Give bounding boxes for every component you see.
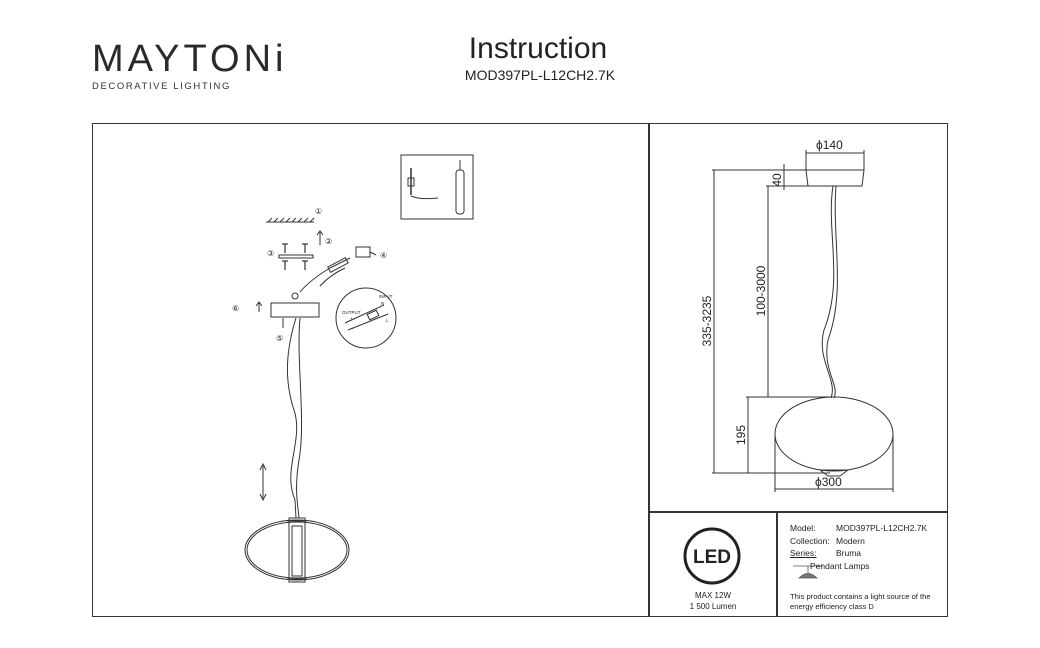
screwdriver-icon: [455, 169, 465, 215]
step-1: ①: [315, 207, 322, 216]
wiring-detail-circle: [335, 287, 397, 349]
wiring-labels: INPUT N L OUTPUT + -: [342, 294, 393, 331]
wiring-n: N: [381, 301, 384, 306]
step-5: ⑤: [276, 334, 283, 343]
cable-profile: [821, 185, 835, 399]
drawing-frame: [92, 123, 948, 617]
screw-icon: [282, 243, 308, 270]
step-2: ②: [325, 237, 332, 246]
page-title: Instruction: [468, 32, 608, 65]
led-lumen: 1 500 Lumen: [689, 602, 737, 611]
wiring-plus: +: [350, 316, 353, 321]
driver-box: [327, 256, 349, 274]
wiring-input: INPUT: [379, 294, 393, 299]
led-max-power: MAX 12W: [694, 591, 731, 600]
terminal-block-icon: [355, 246, 371, 258]
dimension-labels: ϕ140 40 100-3000 335-3235 195 ϕ300: [700, 138, 843, 489]
installation-diagram: [244, 154, 474, 583]
document-header: Instruction MOD397PL-L12CH2.7K: [0, 32, 1040, 84]
suspension-cable: [287, 317, 298, 519]
wiring-minus: -: [352, 326, 354, 331]
led-label: LED: [693, 547, 731, 568]
spec-collection-label: Collection:: [790, 535, 830, 546]
spec-row-collection: Collection: Modern: [790, 535, 927, 548]
dim-canopy-diameter: ϕ140: [816, 138, 843, 152]
pendant-lamp-icon: [793, 565, 823, 579]
spec-row-series: Series: Bruma: [790, 547, 927, 560]
spec-model-value: MOD397PL-L12CH2.7K: [836, 523, 928, 533]
brand-logo: MAYTONi DECORATIVE LIGHTING: [92, 38, 288, 92]
wiring-output: OUTPUT: [342, 310, 361, 315]
spec-type-value: Pendant Lamps: [810, 560, 870, 571]
cable-clamp: [291, 292, 299, 300]
led-info: MAX 12W 1 500 Lumen: [650, 590, 776, 612]
dim-total-height: 335-3235: [700, 295, 714, 346]
canopy: [270, 302, 320, 318]
ceiling-hatch-icon: [266, 217, 315, 223]
led-module: [288, 517, 306, 583]
dim-shade-diameter: ϕ300: [815, 475, 842, 489]
led-badge-icon: LED: [683, 527, 741, 585]
spec-collection-value: Modern: [836, 535, 865, 546]
canopy-profile: [805, 169, 865, 187]
product-specs: Model: MOD397PL-L12CH2.7K Collection: Mo…: [790, 522, 927, 572]
wiring-l: L: [386, 318, 389, 323]
step-6: ⑥: [232, 304, 239, 313]
spec-series-value: Bruma: [836, 548, 862, 558]
frame-divider-info: [776, 511, 778, 617]
dimension-diagram: [712, 150, 894, 492]
brand-name: MAYTONi: [92, 38, 288, 80]
dim-shade-height: 195: [734, 425, 748, 445]
tool-detail-box: [400, 154, 474, 220]
frame-divider-vertical: [648, 123, 650, 617]
step-4: ④: [380, 251, 387, 260]
shade-profile: [774, 396, 894, 472]
glass-shade: [244, 519, 350, 581]
spec-series-label: Series:: [790, 548, 817, 558]
mounting-bracket: [278, 254, 314, 259]
header-model: MOD397PL-L12CH2.7K: [464, 67, 616, 83]
dim-cable-length: 100-3000: [754, 265, 768, 316]
supply-wire: [299, 257, 351, 293]
step-numbers: ① ② ③ ④ ⑤ ⑥: [232, 207, 387, 343]
energy-class-note: This product contains a light source of …: [790, 592, 931, 611]
detail-leader: [319, 267, 346, 287]
spec-model-label: Model:: [790, 523, 816, 533]
dim-canopy-height: 40: [770, 173, 784, 187]
brand-tagline: DECORATIVE LIGHTING: [92, 81, 231, 92]
frame-divider-horizontal: [648, 511, 948, 513]
step-3: ③: [267, 249, 274, 258]
spec-row-type: Pendant Lamps: [790, 560, 927, 573]
spec-row-model: Model: MOD397PL-L12CH2.7K: [790, 522, 927, 535]
